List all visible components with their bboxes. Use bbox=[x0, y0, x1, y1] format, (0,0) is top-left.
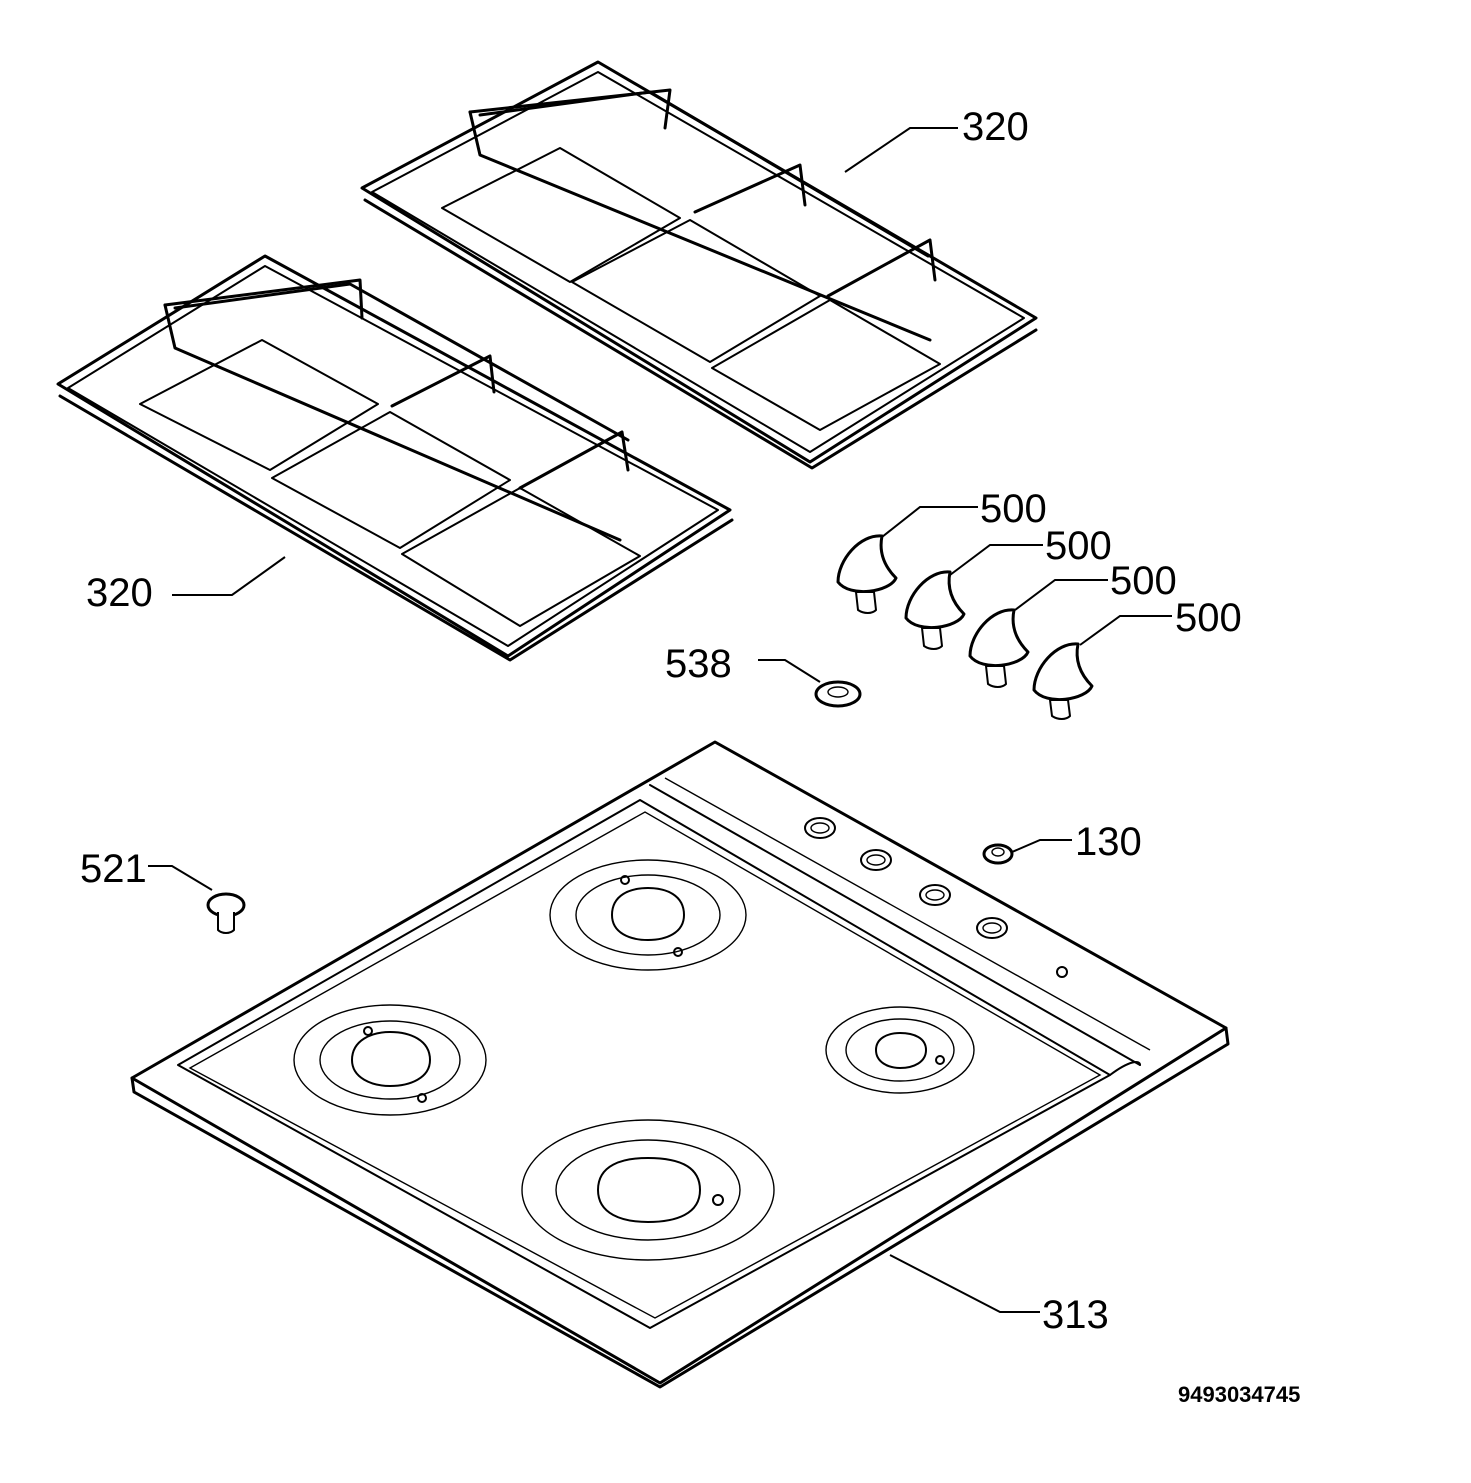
knob-4 bbox=[1032, 642, 1094, 720]
knob-3 bbox=[968, 608, 1030, 688]
label-538: 538 bbox=[665, 642, 732, 686]
knob-1 bbox=[836, 534, 898, 614]
label-313: 313 bbox=[1042, 1293, 1109, 1337]
label-500-1: 500 bbox=[980, 487, 1047, 531]
label-130: 130 bbox=[1075, 820, 1142, 864]
part-538-washer bbox=[814, 680, 862, 708]
label-320-top: 320 bbox=[962, 105, 1029, 149]
part-521-foot bbox=[206, 892, 246, 934]
label-521: 521 bbox=[80, 847, 147, 891]
burner-right bbox=[825, 1006, 975, 1094]
label-320-left: 320 bbox=[86, 571, 153, 615]
leader-lines bbox=[148, 127, 1172, 1313]
knob-2 bbox=[904, 570, 966, 650]
burner-front bbox=[521, 1119, 775, 1261]
pan-support-left bbox=[56, 254, 734, 662]
burner-rear bbox=[549, 859, 747, 971]
burner-left bbox=[293, 1004, 487, 1116]
knob-holes bbox=[804, 817, 1068, 978]
label-500-4: 500 bbox=[1175, 596, 1242, 640]
label-500-3: 500 bbox=[1110, 559, 1177, 603]
label-500-2: 500 bbox=[1045, 524, 1112, 568]
reference-number: 9493034745 bbox=[1178, 1382, 1300, 1407]
part-130-grommet bbox=[982, 843, 1014, 865]
hob-top-plate bbox=[130, 740, 1230, 1389]
pan-support-top bbox=[360, 60, 1038, 470]
